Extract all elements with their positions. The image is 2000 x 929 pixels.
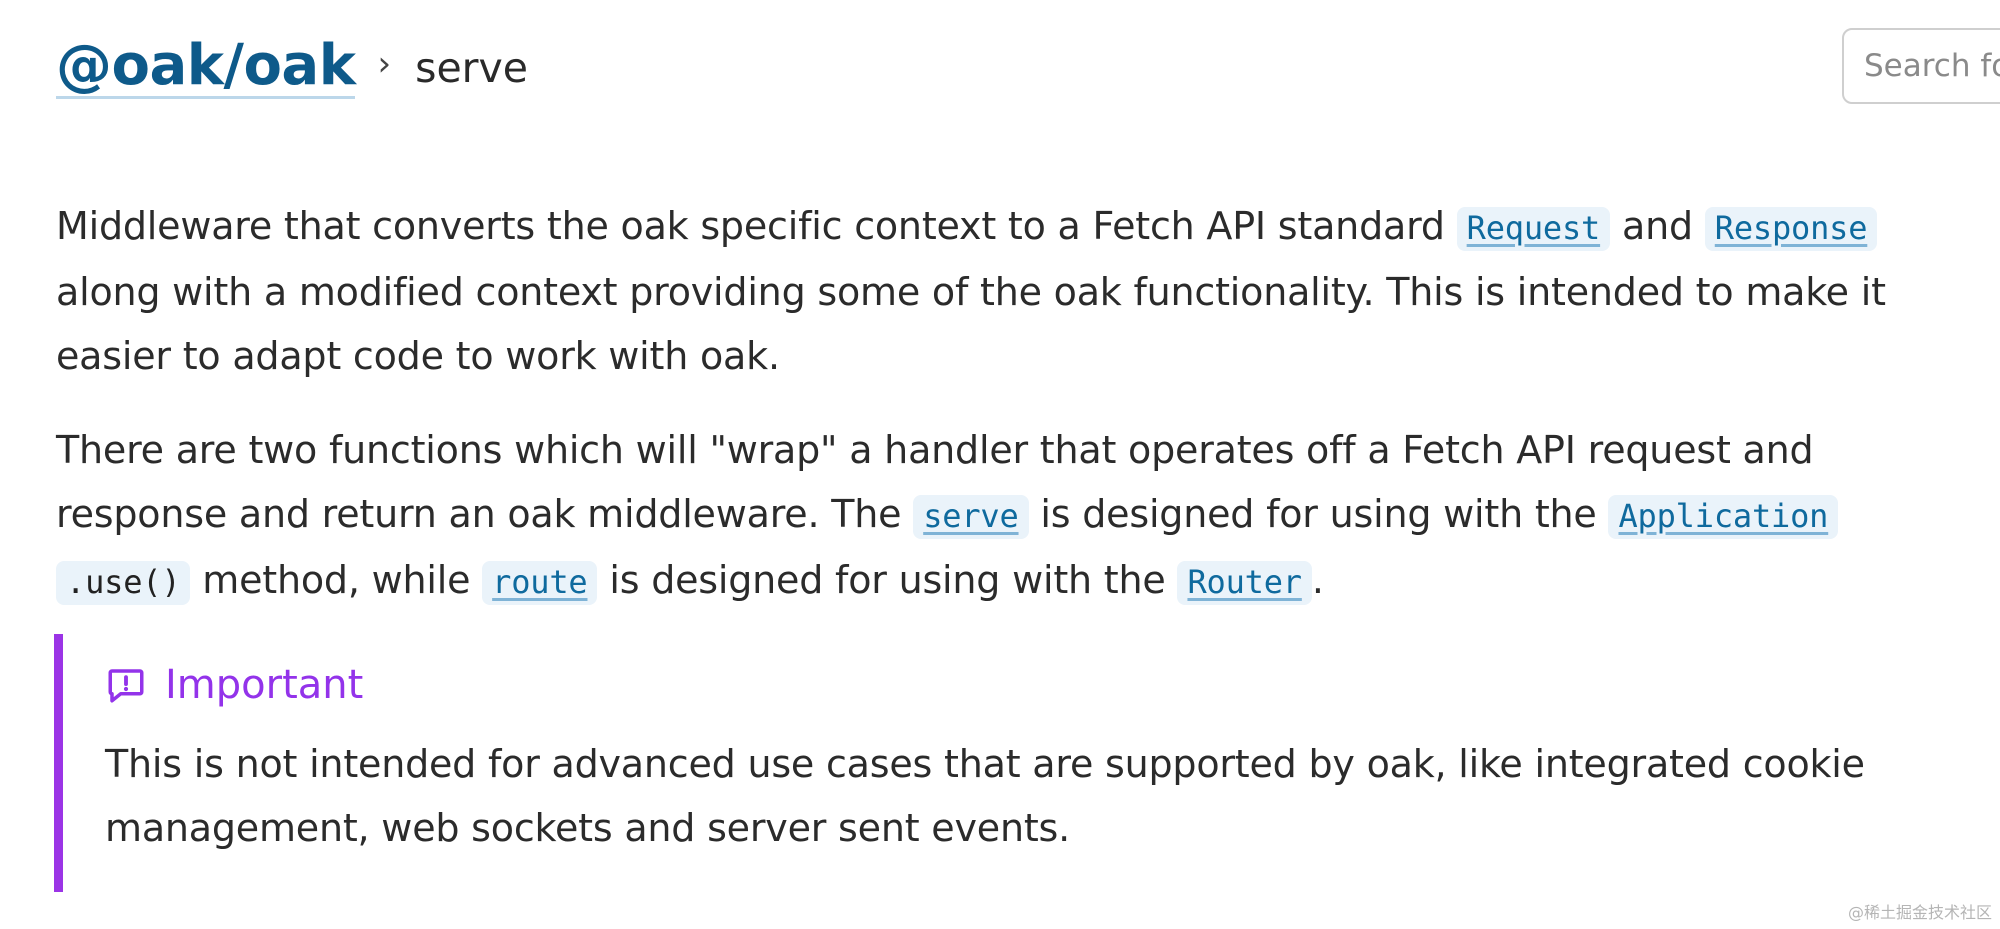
description-paragraph-2: There are two functions which will "wrap… <box>56 418 1936 614</box>
breadcrumb-current: serve <box>415 44 529 92</box>
request-link[interactable]: Request <box>1456 207 1611 251</box>
text: method, while <box>190 558 483 602</box>
text: There are two functions which will "wrap… <box>56 428 1814 536</box>
text: . <box>1311 558 1324 602</box>
text: is designed for using with the <box>1028 492 1609 536</box>
chevron-right-icon: › <box>377 44 392 84</box>
description-paragraph-1: Middleware that converts the oak specifi… <box>56 194 1936 388</box>
text: and <box>1610 204 1705 248</box>
message-alert-icon <box>108 669 144 703</box>
text: along with a modified context providing … <box>56 270 1886 378</box>
doc-content: Middleware that converts the oak specifi… <box>56 194 1936 614</box>
response-link[interactable]: Response <box>1704 207 1878 251</box>
use-method-code: .use() <box>56 561 191 605</box>
router-link[interactable]: Router <box>1177 561 1312 605</box>
important-callout: Important This is not intended for advan… <box>54 634 1934 892</box>
callout-header: Important <box>105 660 1934 710</box>
application-link[interactable]: Application <box>1608 495 1839 539</box>
callout-body: This is not intended for advanced use ca… <box>105 742 1865 850</box>
text: is designed for using with the <box>597 558 1178 602</box>
search-input[interactable] <box>1844 30 2000 102</box>
serve-link[interactable]: serve <box>913 495 1029 539</box>
search-box[interactable] <box>1842 28 2000 104</box>
watermark: @稀土掘金技术社区 <box>1847 903 1992 922</box>
callout-title: Important <box>165 662 364 708</box>
route-link[interactable]: route <box>482 561 598 605</box>
text: Middleware that converts the oak specifi… <box>56 204 1457 248</box>
breadcrumb: @oak/oak › serve <box>56 28 528 108</box>
breadcrumb-package-link[interactable]: @oak/oak <box>56 33 356 99</box>
